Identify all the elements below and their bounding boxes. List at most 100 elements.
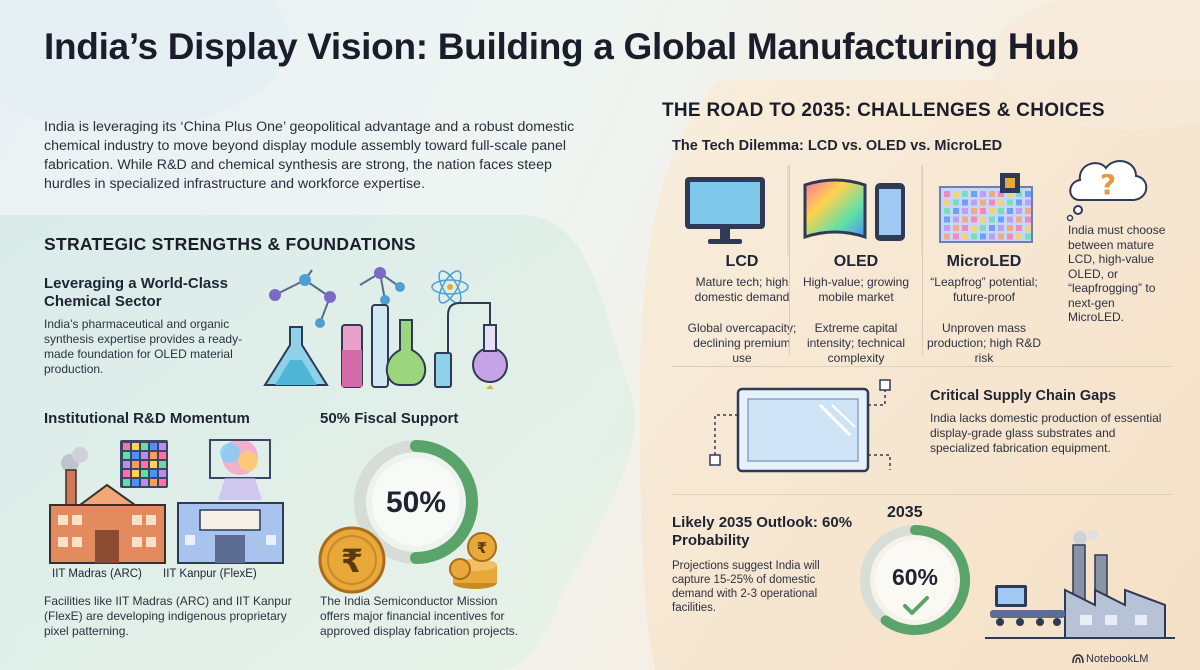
outlook-percent-label: 60% — [891, 564, 939, 590]
microled-cell — [1007, 199, 1013, 206]
page-title: India’s Display Vision: Building a Globa… — [44, 26, 1079, 67]
rd-heading: Institutional R&D Momentum — [44, 410, 250, 427]
microled-cell — [1016, 191, 1022, 197]
microled-cell — [980, 191, 986, 197]
check-icon — [903, 596, 929, 615]
microled-cell — [1025, 191, 1031, 197]
pixel-cell — [159, 443, 166, 450]
microled-cell — [944, 216, 950, 223]
display-tech-icons — [685, 165, 1033, 255]
tech-name: LCD — [725, 253, 759, 270]
microled-cell — [1007, 216, 1013, 223]
microled-cell — [962, 225, 968, 231]
glass-substrate-icon — [709, 379, 891, 473]
pixel-cell — [141, 479, 148, 486]
supply-heading: Critical Supply Chain Gaps — [930, 388, 1117, 404]
chemical-heading: Leveraging a World-Class Chemical Sector — [44, 275, 228, 310]
pixel-cell — [159, 452, 166, 459]
pixel-cell — [141, 461, 148, 468]
tech-dilemma-heading: The Tech Dilemma: LCD vs. OLED vs. Micro… — [672, 138, 1003, 154]
microled-cell — [1025, 216, 1031, 223]
outlook-year: 2035 — [887, 504, 923, 521]
microled-cell — [953, 199, 959, 206]
microled-cell — [989, 233, 995, 240]
pixel-cell — [150, 470, 157, 477]
microled-cell — [1016, 208, 1022, 214]
microled-cell — [1007, 208, 1013, 214]
microled-cell — [962, 233, 968, 240]
tech-pro: High-value; growing mobile market — [802, 275, 910, 304]
rupee-coin-icon: ₹ — [318, 526, 386, 594]
svg-text:₹: ₹ — [341, 542, 363, 580]
chemistry-lab-icon — [263, 267, 508, 389]
microled-cell — [989, 191, 995, 197]
pixel-cell — [159, 479, 166, 486]
microled-cell — [998, 191, 1004, 197]
microled-cell — [989, 199, 995, 206]
outlook-heading: Likely 2035 Outlook: 60% Probability — [672, 514, 853, 549]
pixel-cell — [141, 470, 148, 477]
campus-buildings-icon — [49, 439, 284, 564]
microled-cell — [980, 216, 986, 223]
pixel-cell — [159, 461, 166, 468]
label-iit-kanpur: IIT Kanpur (FlexE) — [163, 568, 257, 580]
lcd-monitor-icon — [685, 177, 765, 244]
microled-cell — [944, 233, 950, 240]
microled-cell — [971, 216, 977, 223]
microled-cell — [953, 233, 959, 240]
tech-pro: “Leapfrog” potential; future-proof — [930, 275, 1038, 304]
supply-body: India lacks domestic production of essen… — [930, 411, 1162, 455]
microled-cell — [971, 225, 977, 231]
microled-cell — [971, 208, 977, 214]
pixel-cell — [132, 470, 139, 477]
tech-column-lcd: LCD Mature tech; high domestic demand Gl… — [682, 253, 802, 366]
microled-cell — [980, 225, 986, 231]
outlook-body: Projections suggest India will capture 1… — [672, 560, 820, 614]
microled-cell — [998, 233, 1004, 240]
microled-cell — [1025, 233, 1031, 240]
tech-name: OLED — [833, 253, 879, 270]
pixel-cell — [141, 452, 148, 459]
pixel-cell — [159, 470, 166, 477]
microled-cell — [1016, 216, 1022, 223]
microled-cell — [953, 225, 959, 231]
microled-cell — [971, 191, 977, 197]
road-heading: THE ROAD TO 2035: CHALLENGES & CHOICES — [662, 100, 1105, 121]
tech-column-microled: MicroLED “Leapfrog” potential; future-pr… — [920, 253, 1048, 366]
pixel-cell — [123, 443, 130, 450]
tech-con: Unproven mass production; high R&D risk — [926, 321, 1042, 365]
fiscal-body: The India Semiconductor Mission offers m… — [320, 594, 519, 638]
svg-text:₹: ₹ — [477, 539, 487, 557]
fiscal-heading: 50% Fiscal Support — [320, 410, 459, 427]
microled-cell — [989, 216, 995, 223]
microled-cell — [944, 191, 950, 197]
microled-cell — [1025, 225, 1031, 231]
microled-cell — [1025, 208, 1031, 214]
pixel-cell — [123, 461, 130, 468]
pixel-cell — [132, 461, 139, 468]
question-mark: ? — [1100, 168, 1116, 201]
microled-cell — [971, 233, 977, 240]
microled-cell — [1016, 233, 1022, 240]
microled-cell — [1007, 191, 1013, 197]
tech-column-oled: OLED High-value; growing mobile market E… — [796, 253, 916, 366]
microled-cell — [962, 208, 968, 214]
microled-cell — [998, 199, 1004, 206]
pixel-cell — [141, 443, 148, 450]
rd-body: Facilities like IIT Madras (ARC) and IIT… — [44, 594, 292, 638]
microled-cell — [980, 233, 986, 240]
microled-cell — [989, 225, 995, 231]
notebooklm-logo-icon — [1072, 654, 1084, 664]
microled-cell — [962, 216, 968, 223]
tech-divider — [922, 165, 923, 355]
pixel-cell — [150, 461, 157, 468]
microled-cell — [962, 191, 968, 197]
outlook-gauge — [860, 525, 970, 635]
microled-cell — [1007, 233, 1013, 240]
pixel-cell — [150, 452, 157, 459]
microled-cell — [1025, 199, 1031, 206]
brand-label: NotebookLM — [1086, 653, 1149, 665]
pixel-cell — [123, 479, 130, 486]
pixel-cell — [132, 452, 139, 459]
microled-cell — [962, 199, 968, 206]
